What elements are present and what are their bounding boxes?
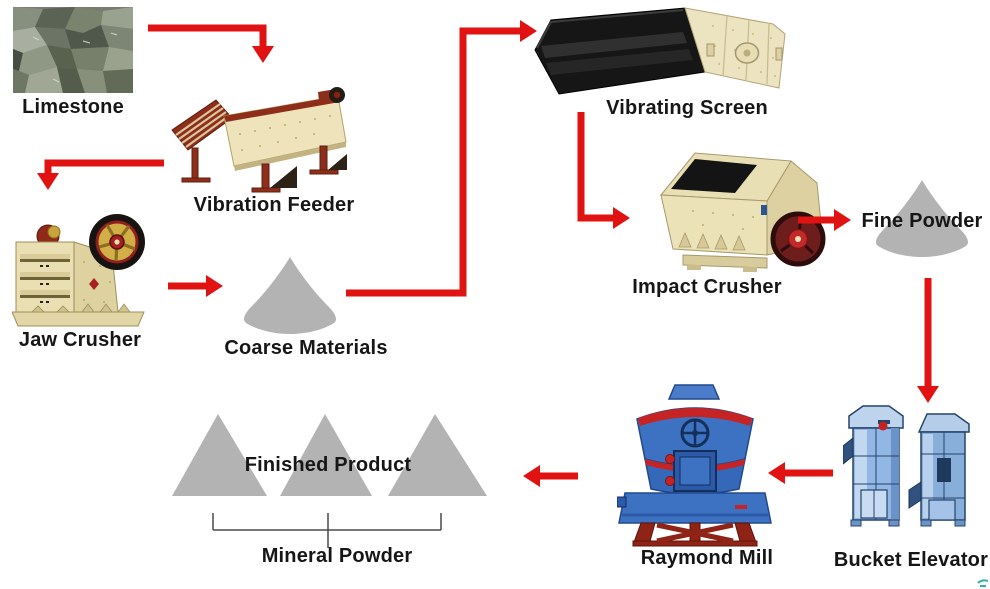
- coarse-materials-label: Coarse Materials: [224, 337, 388, 359]
- bucket-elevator-machine: [843, 402, 977, 538]
- mineral-powder-label: Mineral Powder: [261, 545, 413, 567]
- vibrating-screen-machine: [533, 6, 791, 102]
- mineral-powder-bracket: [205, 510, 450, 552]
- fine-powder-label: Fine Powder: [861, 210, 983, 232]
- arrow-fine-powder-to-bucket-elevator: [917, 278, 939, 403]
- impact-crusher-wheel: [770, 211, 826, 267]
- arrow-vibration-feeder-to-jaw-crusher: [37, 159, 164, 190]
- bucket-elevator-image: [843, 405, 970, 527]
- finished-product-piles: [168, 410, 493, 502]
- arrow-raymond-mill-to-finished-product: [523, 465, 578, 487]
- arrow-limestone-to-vibration-feeder: [148, 24, 274, 63]
- finished-product-label: Finished Product: [244, 454, 412, 476]
- arrow-bucket-elevator-to-raymond-mill: [768, 462, 833, 484]
- jaw-crusher-machine: [12, 212, 147, 330]
- raymond-mill-label: Raymond Mill: [640, 547, 774, 569]
- vibration-feeder-machine: [170, 84, 348, 196]
- finished-product-triangles: [172, 414, 487, 496]
- crusher-inlet: [671, 159, 757, 193]
- watermark-artifact: [976, 577, 990, 589]
- jaw-crusher-flywheel: [89, 214, 145, 270]
- mill-handwheel: [680, 418, 710, 448]
- jaw-crusher-badge: [89, 278, 99, 290]
- coarse-materials-cone: [244, 257, 336, 334]
- arrow-vibrating-screen-to-impact-crusher: [577, 112, 630, 229]
- raymond-mill-image: [617, 384, 772, 547]
- jaw-crusher-image: [12, 214, 145, 327]
- impact-crusher-label: Impact Crusher: [632, 276, 782, 298]
- elevator-tower-right: [908, 413, 970, 527]
- arrow-coarse-materials-to-vibrating-screen: [346, 20, 537, 297]
- impact-crusher-image: [659, 152, 826, 272]
- impact-crusher-machine: [643, 141, 848, 273]
- elevator-tower-left: [843, 405, 904, 527]
- vibration-feeder-label: Vibration Feeder: [193, 194, 355, 216]
- jaw-crusher-label: Jaw Crusher: [18, 329, 142, 351]
- limestone-rocks-image: [13, 7, 133, 93]
- fine-powder-pile: [864, 176, 980, 260]
- crusher-latch: [761, 205, 767, 215]
- vibrating-screen-label: Vibrating Screen: [606, 97, 768, 119]
- coarse-materials-pile: [233, 253, 347, 337]
- raymond-mill-machine: [617, 383, 773, 549]
- bucket-elevator-label: Bucket Elevator: [833, 549, 989, 571]
- fine-powder-cone: [876, 180, 968, 257]
- limestone-photo: [13, 7, 133, 93]
- limestone-label: Limestone: [22, 96, 124, 118]
- elevator-motor: [878, 421, 888, 431]
- vibration-feeder-image: [171, 87, 347, 193]
- arrow-jaw-crusher-to-coarse-materials: [168, 275, 223, 297]
- vibrating-screen-image: [534, 7, 786, 95]
